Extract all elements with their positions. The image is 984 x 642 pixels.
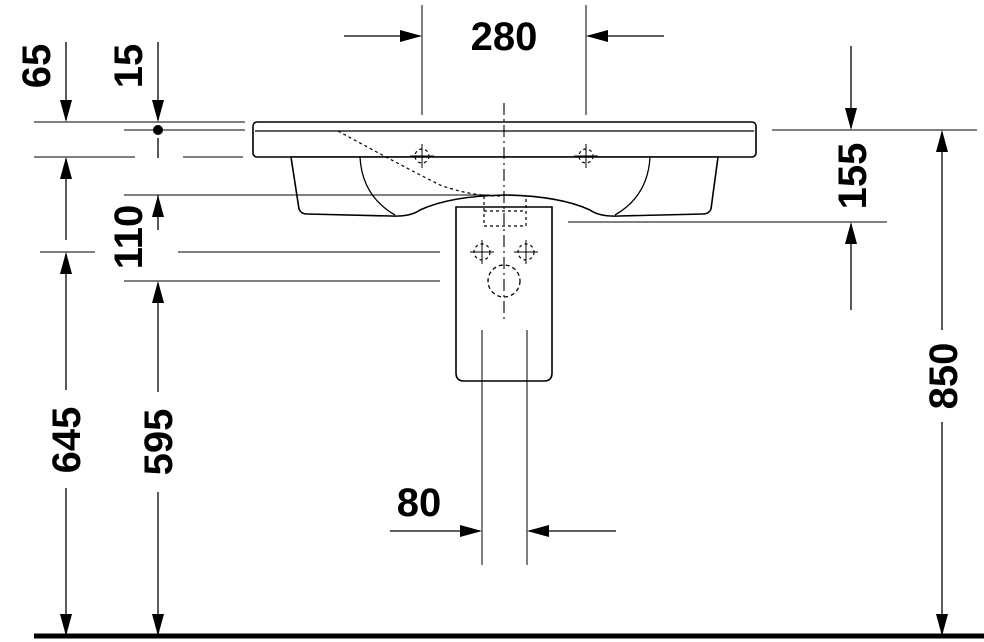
dim-15-label: 15 [107,44,151,89]
dim-110: 110 [107,195,164,303]
dim-280-label: 280 [471,15,538,59]
bowl-inner-right [614,156,651,216]
dim-595-label: 595 [137,409,181,476]
tap-hole-right [574,144,598,168]
dim-280: 280 [344,15,664,59]
dim-155: 155 [831,46,875,310]
dim-80: 80 [390,481,616,537]
supply-connection-right [514,240,538,264]
dim-155-label: 155 [831,143,875,210]
extension-lines [34,5,977,565]
rim-reference-point [153,125,163,135]
bowl-inner-left [359,156,396,216]
tap-hole-left [410,144,434,168]
dim-850-label: 850 [922,343,966,410]
dim-65: 65 [15,42,72,240]
dim-645-label: 645 [45,407,89,474]
dim-645: 645 [45,252,89,636]
supply-connection-left [470,240,494,264]
dim-65-label: 65 [15,44,59,89]
dim-110-label: 110 [107,205,151,270]
dim-850: 850 [922,130,966,636]
dim-595: 595 [137,283,181,636]
dim-15: 15 [107,42,164,158]
overflow-channel [337,130,501,197]
dim-80-label: 80 [397,481,442,525]
